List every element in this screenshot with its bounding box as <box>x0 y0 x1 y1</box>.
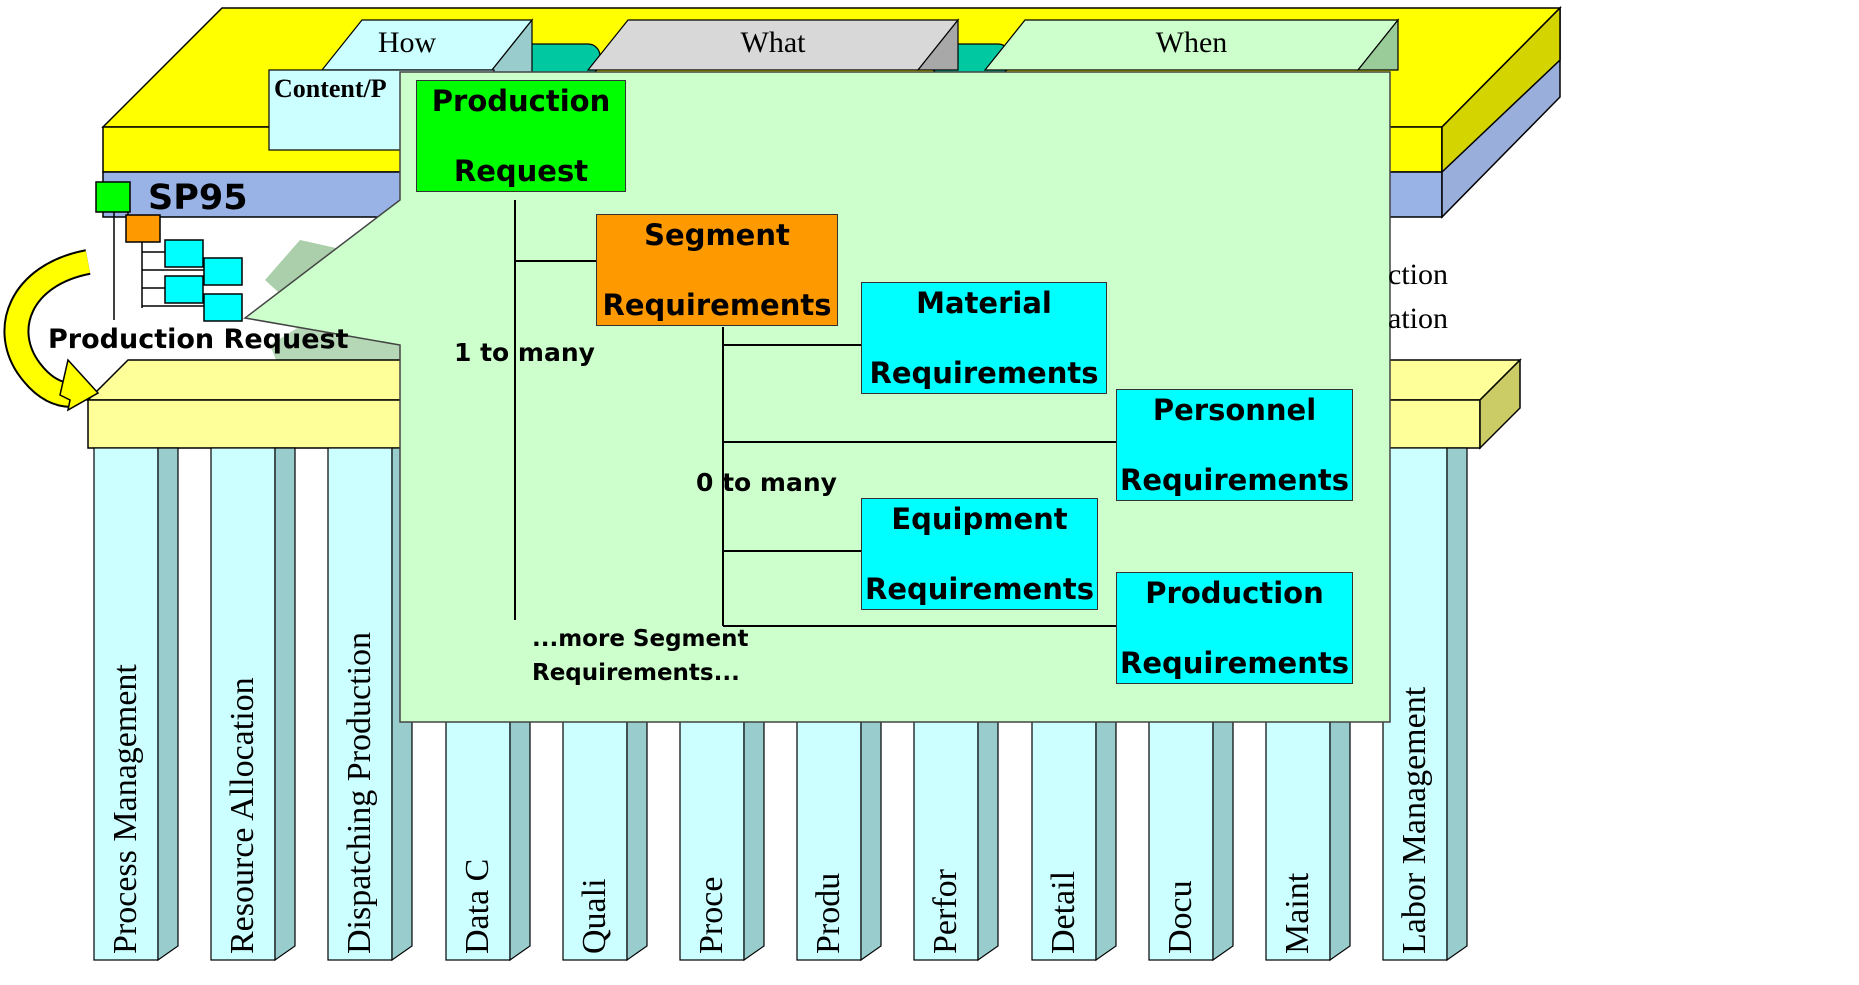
pillar-label: Produ <box>810 872 847 954</box>
material-requirements-line2: Requirements <box>869 356 1099 390</box>
production-requirements-line1: Production <box>1145 576 1324 610</box>
detail-panel <box>243 71 1391 723</box>
pillar-front <box>93 447 159 961</box>
equipment-requirements-line1: Equipment <box>891 502 1068 536</box>
pillar-side <box>274 447 296 962</box>
production-requirements-node: Production Requirements <box>1116 572 1353 684</box>
pillar-front <box>327 447 393 961</box>
pillar-front <box>210 447 276 961</box>
pillar-front <box>1382 447 1448 961</box>
zero-to-many-label: 0 to many <box>696 468 837 497</box>
partial-text-line2: ation <box>1388 302 1448 335</box>
more-segments-line2: Requirements... <box>532 660 740 686</box>
production-request-line1: Production <box>431 84 611 118</box>
personnel-requirements-line2: Requirements <box>1120 463 1349 497</box>
pillar-label: Proce <box>693 876 730 954</box>
pillar-label: Process Management <box>107 664 144 954</box>
when-tab-label: When <box>1155 26 1228 59</box>
partial-text-line1: ction <box>1388 258 1448 291</box>
pillar-label: Resource Allocation <box>224 677 261 954</box>
pillar-label: Data C <box>459 858 496 954</box>
what-tab-label: What <box>740 26 806 59</box>
production-requirements-line2: Requirements <box>1120 646 1349 680</box>
pillar-side <box>157 447 179 962</box>
personnel-requirements-line1: Personnel <box>1152 393 1317 427</box>
pillar-side <box>1446 447 1468 962</box>
pillar-label: Dispatching Production <box>341 631 378 954</box>
equipment-requirements-node: Equipment Requirements <box>861 498 1098 610</box>
pillar-label: Labor Management <box>1396 686 1433 954</box>
material-requirements-line1: Material <box>916 286 1052 320</box>
pillar-label: Maint <box>1279 872 1316 954</box>
content-partial-label: Content/P <box>274 74 387 103</box>
sp95-label: SP95 <box>148 178 248 218</box>
personnel-requirements-node: Personnel Requirements <box>1116 389 1353 501</box>
production-request-line2: Request <box>453 154 589 188</box>
mini-tree <box>95 181 243 322</box>
material-requirements-node: Material Requirements <box>861 282 1107 394</box>
equipment-requirements-line2: Requirements <box>865 572 1094 606</box>
segment-requirements-node: Segment Requirements <box>596 214 838 326</box>
how-tab-label: How <box>377 26 437 59</box>
pillar-label: Quali <box>576 878 613 954</box>
more-segments-line1: ...more Segment <box>532 626 749 652</box>
production-request-label: Production Request <box>48 324 349 355</box>
segment-requirements-line1: Segment <box>644 218 790 252</box>
pillar-label: Docu <box>1162 880 1199 954</box>
curved-arrow <box>5 251 91 406</box>
one-to-many-label: 1 to many <box>454 338 595 367</box>
production-request-node: Production Request <box>416 80 626 192</box>
diagram-connectors <box>514 200 1116 627</box>
segment-requirements-line2: Requirements <box>602 288 832 322</box>
